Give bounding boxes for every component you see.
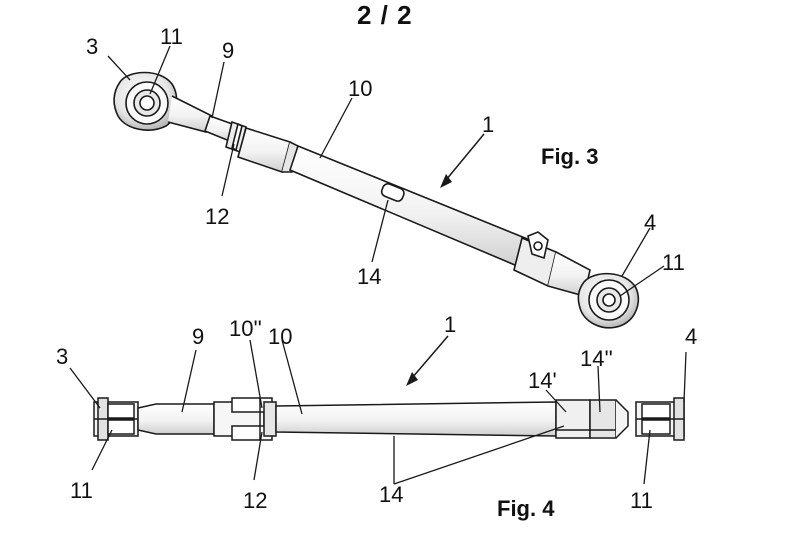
fig4-ref-10: 10 xyxy=(268,324,293,349)
fig3-sleeve xyxy=(237,126,291,174)
fig3-leader-lines xyxy=(107,45,665,297)
fig3-ref-14: 14 xyxy=(357,264,382,289)
fig3-ref-9: 9 xyxy=(222,38,235,63)
fig3-left-eye xyxy=(113,71,214,133)
fig4-ref-3: 3 xyxy=(56,344,69,369)
fig3-tube-10 xyxy=(289,144,531,270)
fig3-slot-14 xyxy=(380,183,405,202)
fig4-ref-14: 14 xyxy=(379,482,404,507)
sheet-number: 2 / 2 xyxy=(357,0,413,30)
fig4-shank-9 xyxy=(137,403,215,435)
fig3-ref-11-right: 11 xyxy=(662,250,685,275)
fig3-ref-12: 12 xyxy=(205,204,230,229)
fig4-ref-14p: 14' xyxy=(528,368,557,393)
fig4-ref-12: 12 xyxy=(243,488,268,513)
fig3-tie-rod xyxy=(113,71,640,329)
fig4-left-eye xyxy=(93,397,139,441)
fig4-right-eye xyxy=(635,397,685,441)
fig4-ref-11-right: 11 xyxy=(630,488,653,513)
fig4-ref-14pp: 14'' xyxy=(580,346,613,371)
fig4-ref-9: 9 xyxy=(192,324,205,349)
fig4-arrow-1 xyxy=(406,335,449,386)
fig3-ref-11-left: 11 xyxy=(160,24,183,49)
fig3-caption: Fig. 3 xyxy=(541,144,599,169)
fig4-leader-lines xyxy=(69,339,687,485)
fig4-ref-11-left: 11 xyxy=(70,478,93,503)
fig3-ref-4: 4 xyxy=(644,210,657,235)
fig4-ref-1: 1 xyxy=(444,312,457,337)
fig4-slot-section xyxy=(555,399,629,439)
fig3-arrow-1 xyxy=(440,133,485,188)
fig4-clamp-10pp xyxy=(213,397,277,441)
fig4-ref-4: 4 xyxy=(685,324,698,349)
fig4-ref-10pp: 10'' xyxy=(229,316,262,341)
fig3-ref-1: 1 xyxy=(482,112,495,137)
fig4-tie-rod xyxy=(93,397,685,441)
fig3-ref-3: 3 xyxy=(86,34,99,59)
fig4-tube-10 xyxy=(275,401,557,437)
fig3-ref-10: 10 xyxy=(348,76,373,101)
fig3-right-clamp xyxy=(513,231,591,297)
fig4-caption: Fig. 4 xyxy=(497,496,555,521)
fig3-right-eye xyxy=(577,272,640,329)
